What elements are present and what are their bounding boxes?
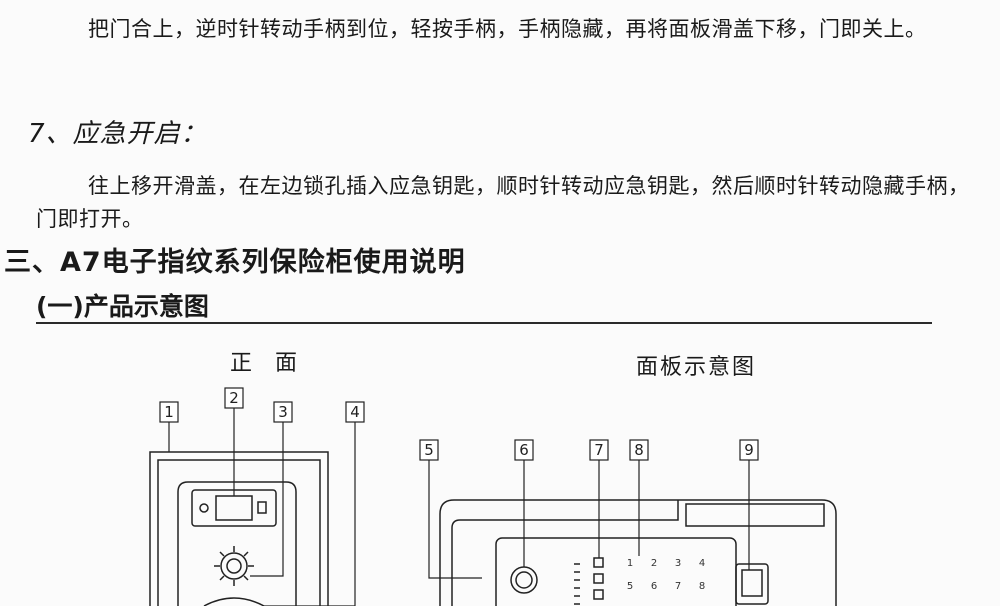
callout-8: 8 [629, 439, 649, 461]
key-3: 3 [675, 558, 681, 569]
callout-9: 9 [739, 439, 759, 461]
key-7: 7 [675, 581, 681, 592]
panel-slide-right [685, 503, 825, 527]
callout-4: 4 [345, 401, 365, 423]
callout-7: 7 [589, 439, 609, 461]
function-icons [593, 557, 604, 600]
svg-text:4: 4 [350, 403, 360, 421]
callout-3: 3 [273, 401, 293, 423]
panel-outer [439, 499, 837, 606]
callout-2: 2 [224, 387, 244, 409]
heading-rule [36, 322, 932, 324]
panel-diagram-title: 面板示意图 [636, 355, 757, 380]
key-4: 4 [699, 558, 705, 569]
front-panel [177, 481, 297, 606]
panel-diagram: 1 2 3 4 5 6 7 8 [439, 499, 837, 606]
svg-text:5: 5 [424, 441, 434, 459]
keyhole-icon [199, 503, 209, 513]
section-heading-a7: 三、A7电子指纹系列保险柜使用说明 [4, 247, 466, 278]
svg-text:8: 8 [634, 441, 644, 459]
callout-5: 5 [419, 439, 439, 461]
fingerprint-reader [735, 563, 769, 605]
keypad: 1 2 3 4 5 6 7 8 [627, 558, 705, 592]
display-screen [215, 495, 253, 521]
panel-slide-left [451, 500, 679, 606]
heading-emergency-open: 7、应急开启： [28, 119, 208, 149]
front-view-title: 正 面 [230, 351, 305, 376]
subsection-heading-diagram: (一)产品示意图 [36, 292, 209, 321]
svg-text:6: 6 [519, 441, 529, 459]
callout-6: 6 [514, 439, 534, 461]
rotary-handle [214, 546, 254, 586]
key-8: 8 [699, 581, 705, 592]
product-diagram: 1 2 3 4 1 2 [149, 387, 837, 606]
key-1: 1 [627, 558, 633, 569]
key-6: 6 [651, 581, 657, 592]
safe-front-view [149, 451, 329, 606]
svg-text:1: 1 [164, 403, 174, 421]
handle-base [203, 597, 265, 606]
safe-door-inner [157, 459, 321, 606]
paragraph-closing-door: 把门合上，逆时针转动手柄到位，轻按手柄，手柄隐藏，再将面板滑盖下移，门即关上。 [88, 17, 927, 41]
safe-door-outer [149, 451, 329, 606]
svg-text:2: 2 [229, 389, 239, 407]
key-5: 5 [627, 581, 633, 592]
panel-face [495, 537, 737, 606]
fingerprint-slot [257, 501, 267, 514]
svg-text:7: 7 [594, 441, 604, 459]
emergency-keyhole [510, 566, 538, 594]
svg-text:3: 3 [278, 403, 288, 421]
paragraph-emergency-open: 往上移开滑盖，在左边锁孔插入应急钥匙，顺时针转动应急钥匙，然后顺时针转动隐藏手柄… [36, 174, 970, 231]
status-leds [574, 563, 580, 605]
key-2: 2 [651, 558, 657, 569]
callout-1: 1 [159, 401, 179, 423]
svg-text:9: 9 [744, 441, 754, 459]
